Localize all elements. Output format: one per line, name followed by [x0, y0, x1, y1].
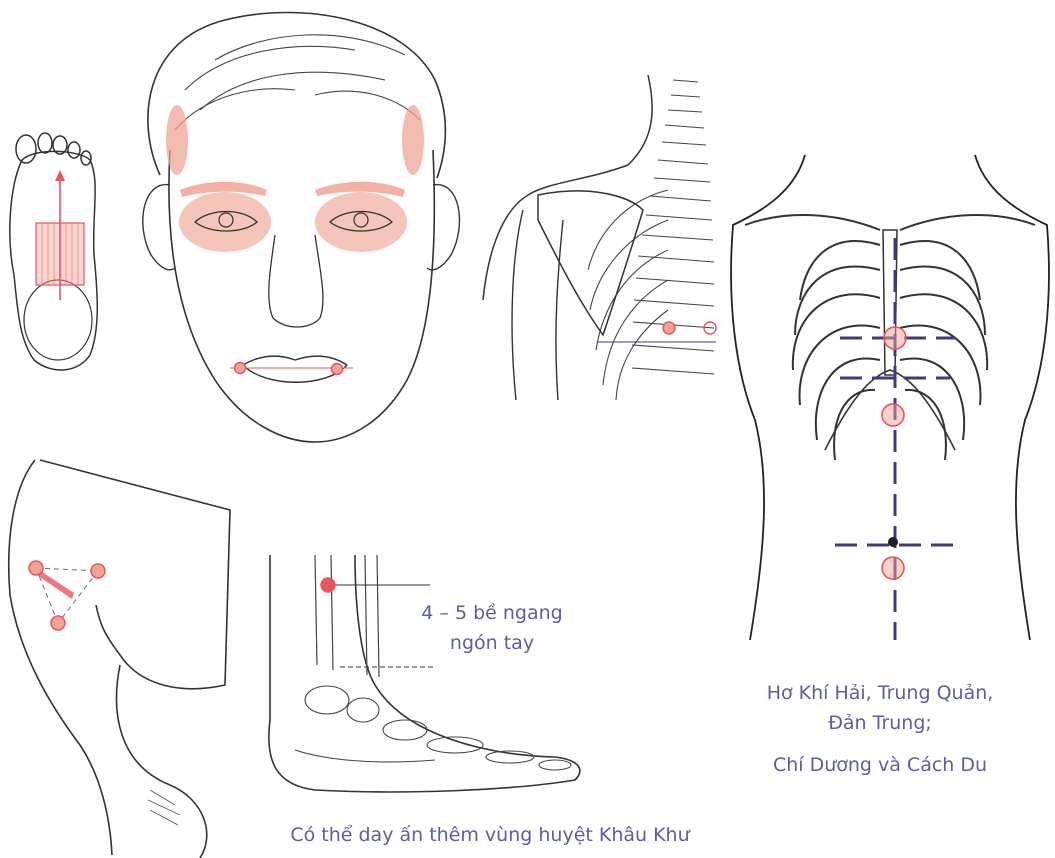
torso-illustration: [725, 150, 1055, 645]
calf-outline: [117, 665, 207, 858]
acupoint-dan-trung: [884, 327, 906, 349]
acupoint-trung-quan: [882, 404, 904, 426]
face-illustration: [115, 0, 475, 450]
thigh-outline: [40, 460, 230, 689]
acupoint-knee-top: [29, 561, 43, 575]
mouth-upper: [243, 356, 347, 365]
temple-zone-right: [402, 105, 424, 175]
humerus: [512, 210, 563, 400]
nose: [269, 235, 323, 327]
hair-outline: [148, 13, 445, 179]
neck-outline: [483, 75, 652, 300]
ribs: [588, 190, 668, 400]
temple-zone-left: [166, 105, 188, 175]
bottom-note: Có thể day ấn thêm vùng huyệt Khâu Khư: [255, 820, 725, 850]
torso-caption-line-3: Chí Dương và Cách Du: [725, 750, 1035, 780]
acupoint-knee-bottom: [51, 616, 65, 630]
heel-pad: [24, 280, 92, 360]
arrow-head-icon: [55, 170, 65, 181]
hair-strands: [175, 35, 420, 130]
acupoint-back-left: [663, 322, 675, 334]
ankle-hatching: [148, 790, 180, 825]
tibia: [315, 555, 379, 677]
acupoint-knee-right: [91, 564, 105, 578]
torso-caption: Hơ Khí Hải, Trung Quản, Đản Trung; Chí D…: [725, 678, 1035, 780]
eye-zone-right: [315, 192, 407, 252]
ear-right: [427, 185, 459, 270]
navel: [888, 537, 898, 547]
torso-guide-lines: [835, 238, 955, 640]
torso-outline-left: [731, 155, 805, 640]
back-spine-illustration: [478, 70, 718, 405]
finger-width-caption: 4 – 5 bề ngang ngón tay: [412, 598, 572, 658]
acupoint-mouth-right: [332, 364, 343, 375]
acupoint-mouth-left: [235, 363, 246, 374]
knee-illustration: [0, 455, 250, 858]
acupoint-ankle: [321, 578, 335, 592]
toe-big: [16, 135, 36, 163]
ankle-illustration: [255, 545, 590, 805]
foot-sole-illustration: [0, 125, 110, 380]
finger-width-line-1: 4 – 5 bề ngang: [412, 598, 572, 628]
clavicle-right: [900, 215, 1035, 230]
finger-width-line-2: ngón tay: [412, 628, 572, 658]
clavicle-left: [745, 215, 880, 230]
acupoint-khi-hai: [882, 557, 904, 579]
torso-caption-line-2: Đản Trung;: [725, 708, 1035, 738]
torso-caption-line-1: Hơ Khí Hải, Trung Quản,: [725, 678, 1035, 708]
toe-4: [68, 142, 80, 158]
torso-outline-right: [975, 155, 1049, 640]
foot-bones: [295, 686, 571, 770]
toe-2: [38, 133, 52, 153]
leg-outline: [9, 460, 112, 855]
